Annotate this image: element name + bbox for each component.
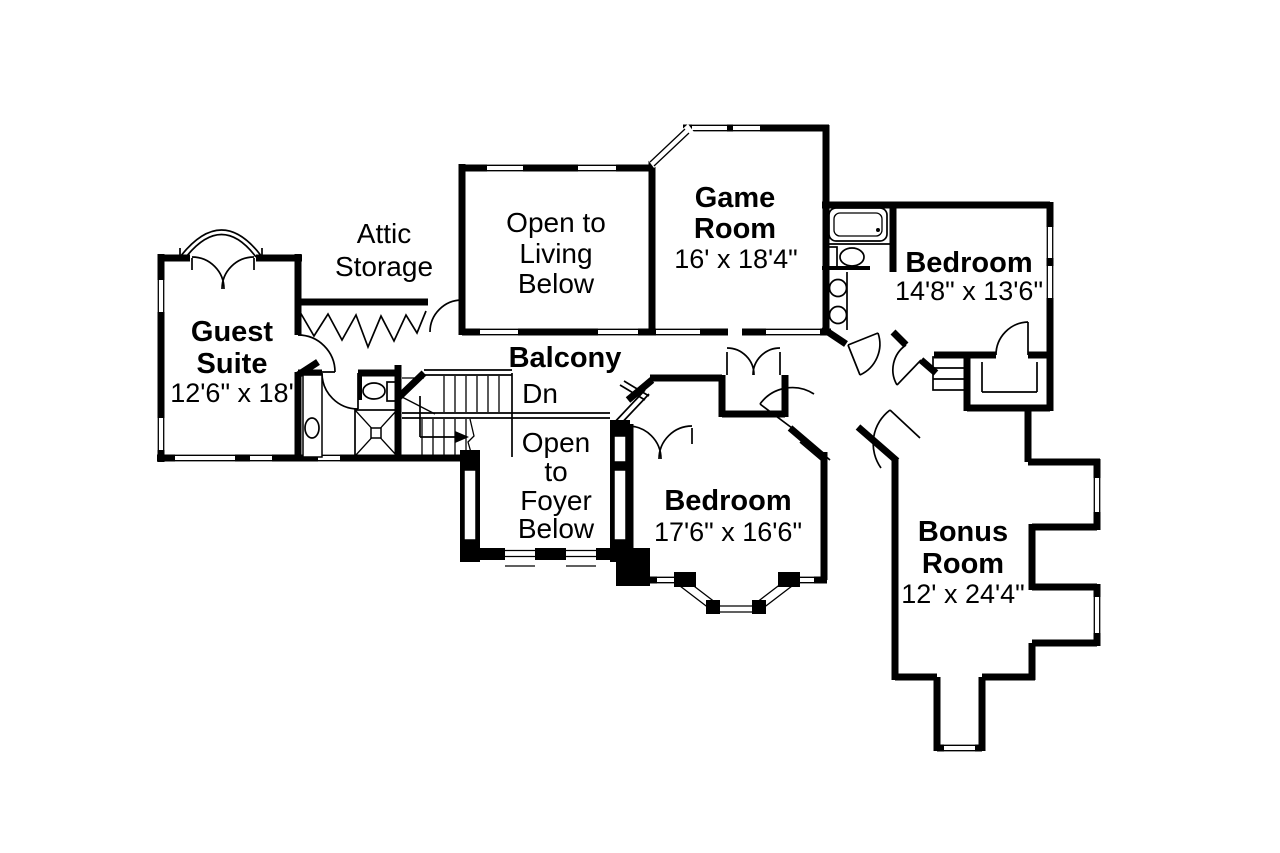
bedroom-lower-walls xyxy=(625,374,828,584)
label-stairs-dn: Dn xyxy=(522,378,558,409)
exterior-walls xyxy=(157,254,471,462)
bonus-room-walls xyxy=(855,408,1101,752)
open-foyer-line4: Below xyxy=(518,513,595,544)
bedroom-lower-name: Bedroom xyxy=(664,485,791,517)
label-bedroom-upper: Bedroom 14'8" x 13'6" xyxy=(895,247,1043,306)
label-bedroom-lower: Bedroom 17'6" x 16'6" xyxy=(654,485,802,547)
window-glyphs xyxy=(157,124,1101,752)
open-living-line3: Below xyxy=(518,268,595,299)
guest-suite-name2: Suite xyxy=(197,348,268,380)
attic-storage-line1: Attic xyxy=(357,218,411,249)
attic-storage-line2: Storage xyxy=(335,251,433,282)
door-swings xyxy=(297,299,1029,469)
guest-suite-name1: Guest xyxy=(191,316,274,348)
hall-bath-walls xyxy=(296,266,870,458)
label-attic-storage: Attic Storage xyxy=(335,218,433,282)
game-room-name1: Game xyxy=(695,182,776,214)
bonus-room-name1: Bonus xyxy=(918,516,1008,548)
foyer-shaft-walls xyxy=(460,420,630,567)
bathroom-upper-fixtures xyxy=(826,207,893,330)
open-living-line2: Living xyxy=(519,238,592,269)
attic-roofline-sawtooth xyxy=(299,310,427,350)
corner-niche-shelves xyxy=(611,356,1038,465)
game-room-name2: Room xyxy=(694,213,776,245)
bedroom-upper-dims: 14'8" x 13'6" xyxy=(895,276,1043,306)
bonus-room-name2: Room xyxy=(922,548,1004,580)
bathroom-left-fixtures xyxy=(302,374,398,458)
open-foyer-line2: to xyxy=(544,456,567,487)
bedroom-upper-name: Bedroom xyxy=(905,247,1032,279)
label-game-room: Game Room 16' x 18'4" xyxy=(674,182,797,274)
bedroom-lower-dims: 17'6" x 16'6" xyxy=(654,517,802,547)
open-foyer-line3: Foyer xyxy=(520,485,592,516)
open-living-line1: Open to xyxy=(506,207,606,238)
staircase xyxy=(401,369,610,457)
bonus-room-dims: 12' x 24'4" xyxy=(901,579,1024,609)
game-room-dims: 16' x 18'4" xyxy=(674,244,797,274)
label-open-to-foyer: Open to Foyer Below xyxy=(518,427,595,544)
label-open-to-living: Open to Living Below xyxy=(506,207,606,299)
label-balcony: Balcony xyxy=(509,342,622,374)
label-guest-suite: Guest Suite 12'6" x 18' xyxy=(170,316,293,408)
guest-suite-bow-window xyxy=(179,229,263,290)
label-bonus-room: Bonus Room 12' x 24'4" xyxy=(901,516,1024,609)
open-foyer-line1: Open xyxy=(522,427,591,458)
guest-suite-dims: 12'6" x 18' xyxy=(170,378,293,408)
